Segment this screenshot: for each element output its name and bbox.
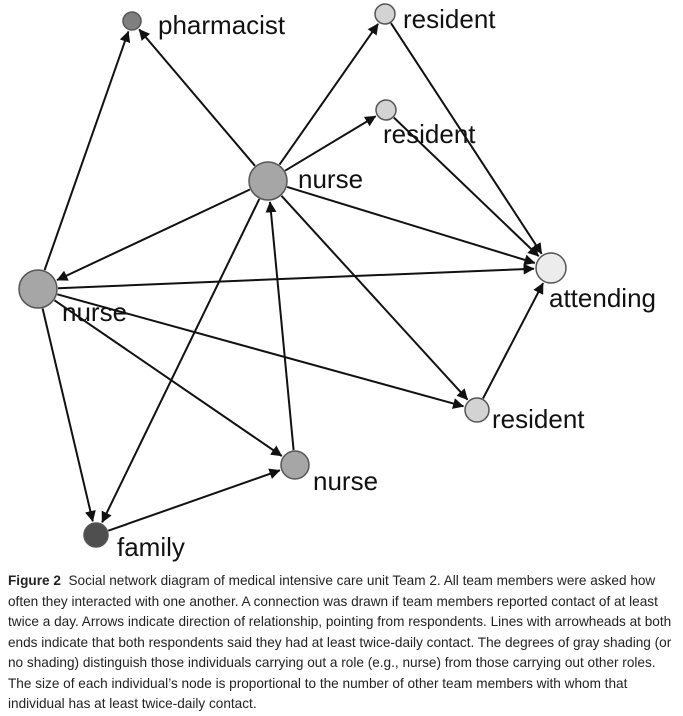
figure-caption: Figure 2 Social network diagram of medic… [8,571,678,715]
edge-nurse-center-to-nurse-left [56,188,251,282]
edges-layer [41,22,544,532]
figure-label: Figure 2 [8,573,61,588]
node-nurse-bottom [280,450,310,480]
edge-family-to-nurse-bottom [107,468,281,532]
node-label-attending: attending [549,283,656,313]
edge-nurse-center-to-resident-top [278,23,379,166]
node-resident-low [464,397,490,423]
node-label-resident-mid: resident [383,119,476,149]
node-pharmacist [122,11,142,31]
edge-nurse-left-to-resident-low [57,293,465,409]
edge-nurse-center-to-resident-low [280,195,469,401]
node-family [83,522,109,548]
edge-nurse-center-to-attending [286,185,536,266]
node-resident-top [374,3,396,25]
social-network-diagram: pharmacist resident resident nurse attending… [18,3,656,562]
node-label-pharmacist: pharmacist [158,10,286,40]
node-label-family: family [117,532,185,562]
edge-nurse-center-to-family [101,198,261,523]
node-label-resident-top: resident [403,4,496,34]
edge-nurse-left-to-attending [57,263,535,290]
edge-nurse-left-to-pharmacist [43,30,131,271]
edge-nurse-center-to-pharmacist [138,28,256,167]
nodes-layer [18,3,567,548]
node-nurse-center [248,161,288,201]
node-label-nurse-center: nurse [298,164,363,194]
node-resident-mid [375,99,397,121]
node-label-nurse-left: nurse [62,297,127,327]
edge-resident-low-to-attending [482,282,544,399]
edge-nurse-left-to-nurse-bottom [53,299,283,457]
node-label-nurse-bottom: nurse [313,466,378,496]
edge-nurse-bottom-to-nurse-center [265,201,295,451]
edge-nurse-center-to-resident-mid [284,115,377,172]
labels-layer: pharmacist resident resident nurse attending… [62,4,656,562]
edge-nurse-left-to-family [41,308,96,522]
edge-resident-mid-to-attending [393,116,540,257]
edge-resident-top-to-attending [390,22,543,255]
node-label-resident-low: resident [492,404,585,434]
node-nurse-left [18,269,58,309]
caption-text: Social network diagram of medical intens… [8,573,672,711]
node-attending [535,252,567,284]
